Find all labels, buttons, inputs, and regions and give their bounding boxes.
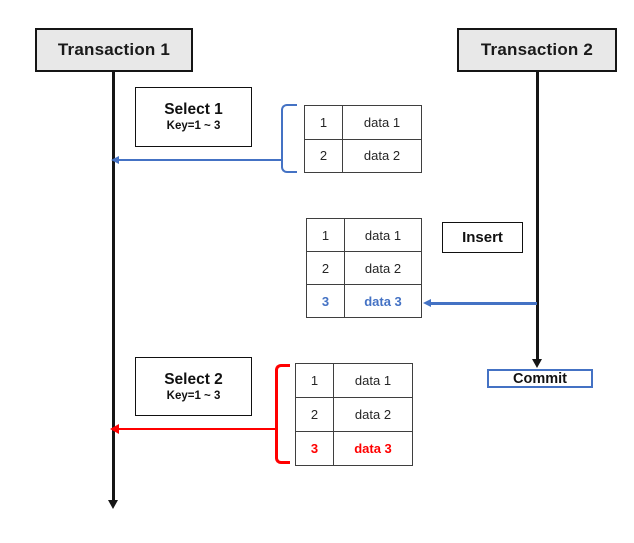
insert-arrowhead-icon bbox=[423, 299, 431, 307]
select1-result-table: 1 data 1 2 data 2 bbox=[304, 105, 422, 173]
table-row-phantom: 3 data 3 bbox=[296, 431, 412, 465]
row-key: 2 bbox=[305, 139, 343, 172]
select2-result-bracket bbox=[275, 364, 290, 464]
transaction1-timeline bbox=[112, 72, 115, 501]
table-row: 2 data 2 bbox=[305, 138, 421, 172]
table-row: 1 data 1 bbox=[305, 106, 421, 139]
insert-arrow-line bbox=[431, 302, 537, 305]
select2-title: Select 2 bbox=[164, 370, 223, 388]
row-key: 3 bbox=[307, 285, 345, 317]
select2-result-arrowhead-icon bbox=[110, 423, 119, 434]
transaction2-timeline-arrowhead-icon bbox=[532, 359, 542, 368]
after-insert-table: 1 data 1 2 data 2 3 data 3 bbox=[306, 218, 422, 318]
select2-result-table: 1 data 1 2 data 2 3 data 3 bbox=[295, 363, 413, 466]
row-value: data 2 bbox=[354, 407, 392, 422]
table-row: 1 data 1 bbox=[307, 219, 421, 251]
commit-label: Commit bbox=[513, 370, 567, 387]
row-value: data 1 bbox=[354, 373, 392, 388]
transaction2-timeline bbox=[536, 72, 539, 360]
transaction1-label: Transaction 1 bbox=[57, 40, 171, 59]
select1-result-bracket bbox=[281, 104, 297, 173]
row-value: data 1 bbox=[363, 114, 401, 130]
table-row: 2 data 2 bbox=[296, 397, 412, 431]
row-key: 3 bbox=[296, 432, 334, 465]
row-key: 1 bbox=[307, 219, 345, 251]
row-key: 1 bbox=[305, 106, 343, 139]
select1-result-arrow-line bbox=[119, 158, 282, 162]
select2-box: Select 2 Key=1 ~ 3 bbox=[135, 357, 252, 416]
commit-box: Commit bbox=[487, 369, 593, 388]
table-row: 1 data 1 bbox=[296, 364, 412, 397]
row-value: data 3 bbox=[354, 441, 392, 456]
row-key: 2 bbox=[307, 252, 345, 284]
select1-result-arrowhead-icon bbox=[111, 155, 119, 164]
table-row: 2 data 2 bbox=[307, 251, 421, 284]
select1-condition: Key=1 ~ 3 bbox=[166, 120, 221, 132]
select2-result-arrow-line bbox=[119, 427, 277, 431]
select1-title: Select 1 bbox=[164, 101, 223, 118]
select1-box: Select 1 Key=1 ~ 3 bbox=[135, 87, 252, 147]
transaction1-timeline-arrowhead-icon bbox=[108, 500, 118, 509]
transaction2-label: Transaction 2 bbox=[480, 40, 594, 59]
select2-condition: Key=1 ~ 3 bbox=[166, 389, 221, 402]
row-key: 2 bbox=[296, 398, 334, 431]
row-value: data 1 bbox=[364, 227, 402, 243]
row-value: data 3 bbox=[364, 293, 402, 309]
insert-box: Insert bbox=[442, 222, 523, 253]
transaction2-box: Transaction 2 bbox=[457, 28, 617, 72]
insert-label: Insert bbox=[462, 229, 503, 246]
row-value: data 2 bbox=[363, 148, 401, 164]
transaction1-box: Transaction 1 bbox=[35, 28, 193, 72]
table-row-inserted: 3 data 3 bbox=[307, 284, 421, 317]
row-value: data 2 bbox=[364, 260, 402, 276]
row-key: 1 bbox=[296, 364, 334, 397]
